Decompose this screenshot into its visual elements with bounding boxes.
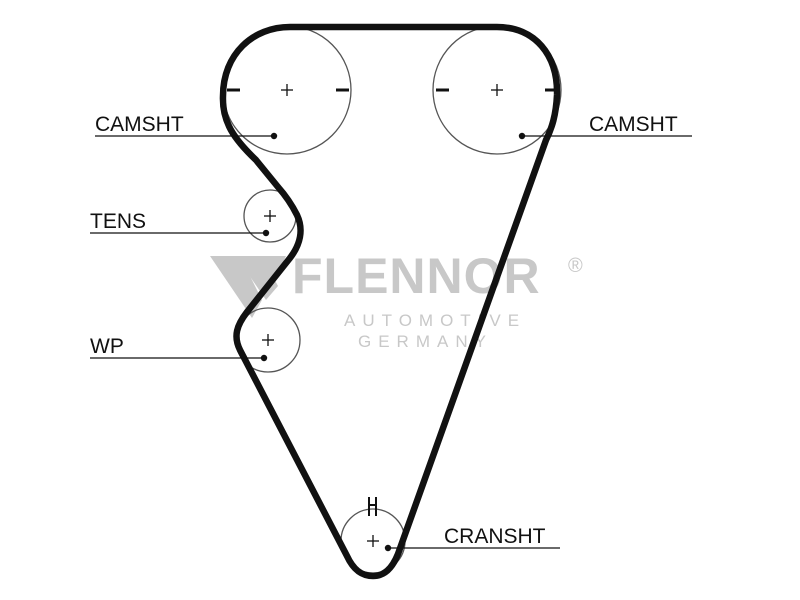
camshaft-right-center-icon: [491, 84, 503, 96]
tensioner-center-icon: [264, 210, 276, 222]
label-camshaft-left: CAMSHT: [95, 113, 184, 136]
watermark-line-germany: GERMANY: [358, 332, 493, 351]
label-crankshaft: CRANSHT: [444, 525, 546, 548]
crankshaft-center-icon: [367, 535, 379, 547]
watermark-line-automotive: AUTOMOTIVE: [344, 311, 526, 330]
water-pump-center-icon: [262, 334, 274, 346]
brand-watermark: FLENNOR ® AUTOMOTIVE GERMANY: [210, 248, 583, 351]
dot-crankshaft: [384, 544, 392, 552]
camshaft-left-center-icon: [281, 84, 293, 96]
dot-water-pump: [260, 354, 268, 362]
label-camshaft-right: CAMSHT: [589, 113, 678, 136]
timing-belt: [219, 23, 561, 580]
dot-tensioner: [262, 229, 270, 237]
label-water-pump: WP: [90, 335, 124, 358]
dot-camshaft-left: [270, 132, 278, 140]
label-tensioner: TENS: [90, 210, 146, 233]
watermark-registered: ®: [568, 255, 583, 277]
dot-camshaft-right: [518, 132, 526, 140]
